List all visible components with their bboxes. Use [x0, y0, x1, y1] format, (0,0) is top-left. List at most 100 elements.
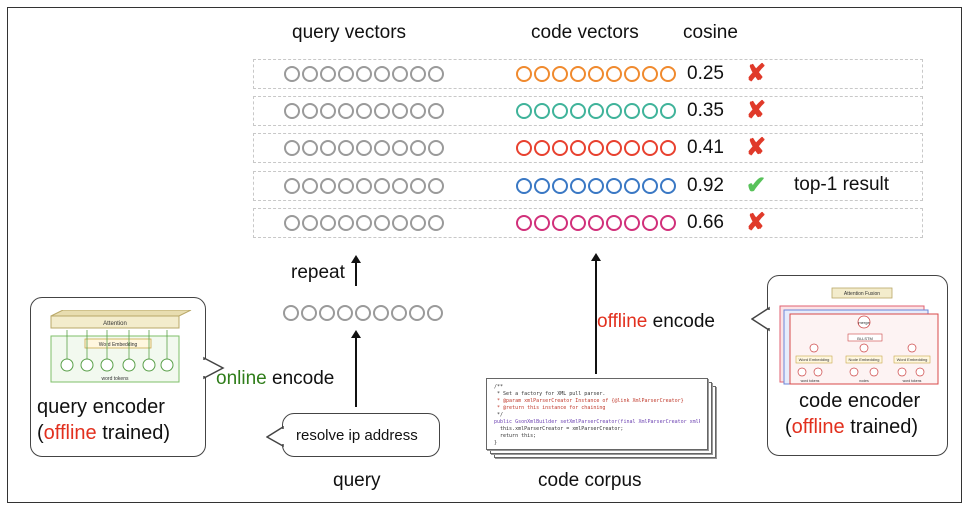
code-line: return this; — [494, 433, 537, 439]
code-encoder-diagram-icon: Attention Fusion merge Bi-LSTM Word Embe… — [779, 287, 939, 385]
online-word: online — [216, 368, 267, 389]
similarity-row: 0.66 ✘ — [253, 208, 923, 238]
thumb-word-emb-text-2: Word Embedding — [897, 357, 928, 362]
vector-element — [391, 305, 407, 321]
vector-element — [319, 305, 335, 321]
vector-element — [570, 140, 586, 156]
vector-element — [588, 140, 604, 156]
vector-element — [606, 178, 622, 194]
vector-element — [356, 215, 372, 231]
vector-element — [301, 305, 317, 321]
code-line: } — [494, 440, 498, 446]
cross-icon: ✘ — [746, 209, 767, 236]
code-line: * Set a factory for XML pull parser. — [494, 391, 606, 397]
vector-element — [373, 305, 389, 321]
vector-element — [588, 66, 604, 82]
trained-text: trained) — [96, 422, 171, 444]
vector-element — [428, 103, 444, 119]
thumb-embedding-text: Word Embedding — [99, 342, 138, 348]
vector-element — [660, 178, 676, 194]
vector-element — [534, 140, 550, 156]
query-input-bubble: resolve ip address — [282, 413, 440, 457]
vector-element — [552, 103, 568, 119]
paren-open-2: ( — [785, 416, 792, 438]
vector-element — [570, 215, 586, 231]
thumb-nodes-text: nodes — [859, 379, 869, 383]
vector-element — [302, 215, 318, 231]
check-icon: ✔ — [746, 172, 767, 199]
thumb-bilstm-text: Bi-LSTM — [857, 336, 873, 341]
vector-element — [392, 140, 408, 156]
cosine-header: cosine — [683, 22, 738, 43]
vector-element — [284, 140, 300, 156]
similarity-row: 0.92 ✔ — [253, 171, 923, 201]
thumb-tokens-text: word tokens — [102, 376, 129, 382]
vector-element — [283, 305, 299, 321]
vector-element — [606, 103, 622, 119]
query-vector — [284, 178, 444, 194]
code-line: /** — [494, 384, 504, 390]
vector-element — [660, 140, 676, 156]
vector-element — [588, 215, 604, 231]
vector-element — [516, 215, 532, 231]
vector-element — [642, 178, 658, 194]
query-encoder-title: query encoder — [37, 396, 165, 418]
code-corpus-label: code corpus — [538, 470, 642, 491]
thumb-attention-text: Attention — [103, 321, 127, 327]
vector-element — [284, 66, 300, 82]
vector-element — [337, 305, 353, 321]
vector-element — [338, 66, 354, 82]
similarity-row: 0.41✘ — [253, 133, 923, 163]
vector-element — [516, 66, 532, 82]
vector-element — [534, 215, 550, 231]
thumb-word-tokens-text: word tokens — [801, 379, 820, 383]
vector-element — [570, 66, 586, 82]
vector-element — [284, 215, 300, 231]
vector-element — [428, 215, 444, 231]
trained-text-2: trained) — [844, 416, 919, 438]
vector-element — [624, 215, 640, 231]
code-encoder-title: code encoder — [799, 390, 921, 412]
vector-element — [588, 103, 604, 119]
vector-element — [624, 103, 640, 119]
code-vector — [516, 103, 676, 119]
vector-element — [624, 140, 640, 156]
vector-element — [320, 66, 336, 82]
vector-element — [392, 103, 408, 119]
thumb-node-emb-text: Node Embedding — [849, 357, 880, 362]
code-encoder-subtitle: (offline trained) — [785, 416, 918, 439]
vector-element — [570, 178, 586, 194]
query-vector — [283, 305, 443, 321]
vector-element — [534, 66, 550, 82]
offline-encode-rest: encode — [647, 311, 715, 332]
vector-element — [624, 66, 640, 82]
cross-icon: ✘ — [746, 60, 767, 87]
code-vectors-header: code vectors — [531, 22, 639, 43]
vector-element — [606, 66, 622, 82]
vector-element — [570, 103, 586, 119]
query-vector — [284, 140, 444, 156]
vector-element — [410, 178, 426, 194]
cosine-value: 0.66 — [687, 212, 724, 233]
vector-element — [356, 66, 372, 82]
vector-element — [356, 178, 372, 194]
cosine-value: 0.92 — [687, 175, 724, 196]
vector-element — [302, 66, 318, 82]
similarity-row: 0.35✘ — [253, 96, 923, 126]
code-snippet: /** * Set a factory for XML pull parser.… — [486, 378, 708, 450]
online-encode-rest: encode — [266, 368, 335, 389]
query-encoder-tail-icon — [203, 356, 225, 380]
vector-element — [660, 215, 676, 231]
vector-element — [410, 103, 426, 119]
code-line: */ — [494, 412, 504, 418]
vector-element — [374, 215, 390, 231]
offline-word-2: offline — [791, 416, 845, 438]
vector-element — [552, 178, 568, 194]
vector-element — [534, 103, 550, 119]
top1-result-label: top-1 result — [794, 174, 890, 195]
repeat-label: repeat — [291, 262, 345, 283]
repeat-arrow-icon — [351, 255, 361, 286]
vector-element — [320, 178, 336, 194]
paren-open: ( — [37, 422, 44, 444]
cross-icon: ✘ — [746, 97, 767, 124]
